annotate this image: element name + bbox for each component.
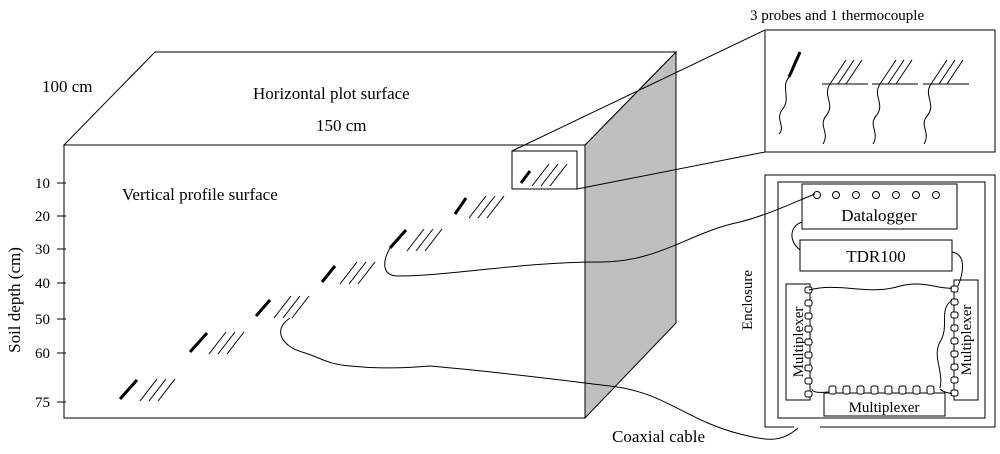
tdr100-label: TDR100 [846, 247, 906, 266]
datalogger-terminals [813, 191, 940, 199]
tdr-probes [468, 195, 505, 219]
tdr-probes [139, 378, 176, 402]
inset-thermocouple [778, 51, 802, 135]
vertical-surface-label: Vertical profile surface [122, 185, 278, 204]
cable-30cm [384, 193, 816, 277]
multiplexer-left-terminals [804, 286, 813, 398]
inset-probe [822, 59, 868, 145]
thermocouple [320, 265, 337, 283]
multiplexer-left-label: Multiplexer [791, 307, 807, 378]
enclosure-label: Enclosure [740, 270, 756, 330]
enclosure-outer [764, 174, 996, 428]
depth-tick-label: 60 [35, 346, 50, 362]
soil-depth-axis-label: Soil depth (cm) [5, 247, 24, 353]
thermocouple [453, 197, 468, 215]
tdr-multiplexer-wire [951, 251, 963, 287]
probe-highlight-box [511, 150, 578, 190]
tdr-probes [406, 228, 443, 252]
datalogger-label: Datalogger [841, 206, 917, 225]
depth-tick-label: 10 [35, 176, 50, 192]
tdr100-box [799, 239, 953, 272]
cable-50cm [280, 317, 799, 440]
thermocouple [388, 229, 408, 249]
tdr-probes [531, 163, 568, 187]
tdr-probes [208, 331, 245, 355]
depth-tick-label: 50 [35, 312, 50, 328]
zoom-connector [511, 29, 766, 190]
horizontal-surface-label: Horizontal plot surface [253, 84, 410, 103]
probe-group-30cm [388, 228, 443, 252]
probe-group-50cm [254, 295, 310, 319]
multiplexer-bottom-box [823, 392, 946, 417]
tdr-probes [273, 295, 310, 319]
probes-inset [764, 29, 996, 153]
multiplexer-bottom-label: Multiplexer [849, 400, 920, 416]
tdr-probes [339, 261, 376, 285]
probe-group-75cm [118, 378, 176, 402]
multiplexer-bottom-link-left [811, 388, 830, 393]
datalogger-tdr-wire [791, 221, 803, 251]
coaxial-cable-label: Coaxial cable [612, 427, 705, 446]
thermocouple [519, 170, 532, 184]
dim-depth-label: 100 cm [42, 77, 93, 96]
multiplexer-right-label: Multiplexer [959, 305, 975, 376]
probe-group-10cm [519, 163, 568, 187]
probes-caption: 3 probes and 1 thermocouple [750, 8, 924, 24]
depth-tick-label: 20 [35, 209, 50, 225]
inset-probe [923, 59, 969, 145]
depth-tick-label: 75 [35, 395, 50, 411]
thermocouple [118, 378, 139, 401]
probe-group-60cm [188, 331, 245, 355]
depth-tick-label: 30 [35, 242, 50, 258]
multiplexer-link-wire [808, 283, 953, 291]
multiplexer-bottom-link-right [939, 388, 953, 395]
probe-group-20cm [453, 195, 505, 219]
inset-probe [872, 59, 918, 145]
probe-group-40cm [320, 261, 376, 285]
thermocouple [188, 331, 209, 354]
depth-axis: 10 20 30 40 50 60 75 [35, 176, 66, 411]
dim-length-label: 150 cm [316, 116, 367, 135]
right-probe-feed [936, 299, 953, 389]
thermocouple [254, 299, 272, 317]
wiring [280, 193, 963, 440]
multiplexer-bottom-terminals [828, 385, 935, 395]
datalogger-box [801, 183, 958, 230]
multiplexer-right-terminals [950, 285, 959, 397]
soil-box [62, 50, 678, 420]
depth-tick-label: 40 [35, 276, 50, 292]
